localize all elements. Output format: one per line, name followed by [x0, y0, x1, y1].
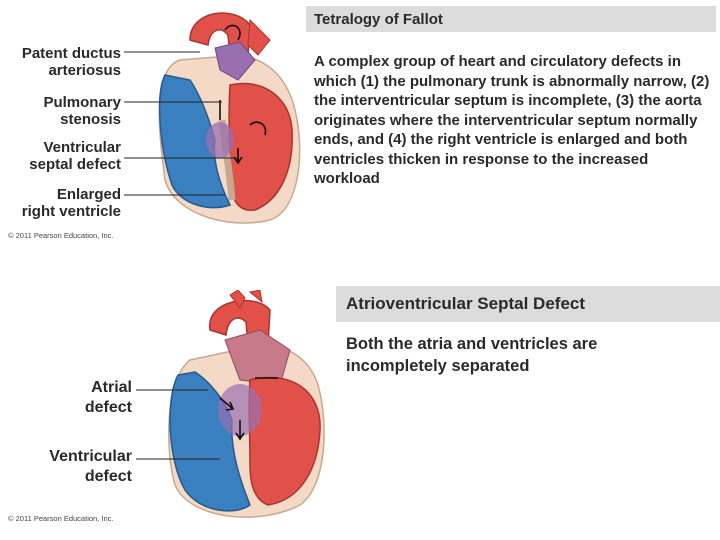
av-septal-description: Both the atria and ventricles are incomp…: [346, 333, 696, 377]
tetralogy-title: Tetralogy of Fallot: [306, 6, 716, 32]
tetralogy-copyright: © 2011 Pearson Education, Inc.: [8, 231, 113, 240]
av-septal-leader-lines: [0, 282, 340, 540]
av-septal-title: Atrioventricular Septal Defect: [336, 286, 720, 322]
tetralogy-leader-lines: [0, 0, 310, 232]
tetralogy-description: A complex group of heart and circulatory…: [314, 52, 714, 189]
tetralogy-panel: Tetralogy of Fallot A complex group of h…: [0, 0, 720, 240]
av-septal-copyright: © 2011 Pearson Education, Inc.: [8, 514, 113, 523]
av-septal-panel: Atrioventricular Septal Defect Both the …: [0, 282, 720, 540]
